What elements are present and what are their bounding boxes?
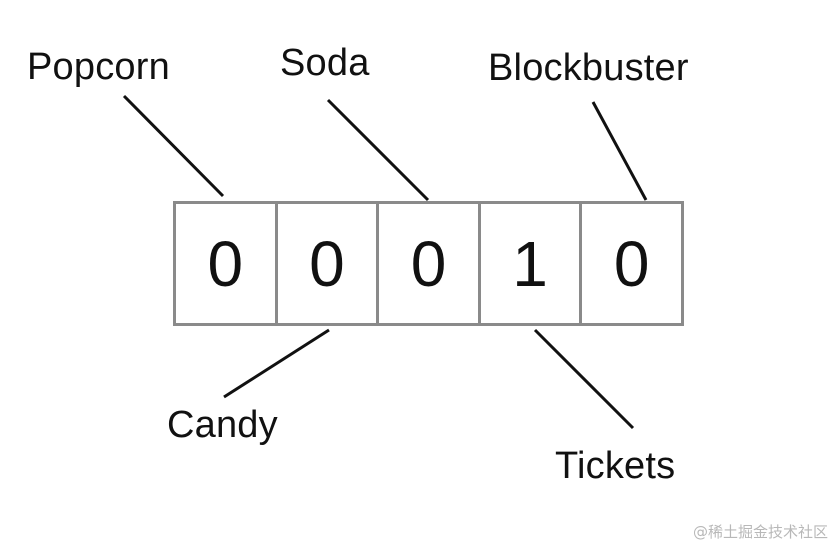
bit-array: 0 0 0 1 0 [173, 201, 684, 326]
label-blockbuster: Blockbuster [488, 47, 689, 89]
leader-line-candy [223, 328, 330, 399]
bit-cell-candy: 0 [278, 204, 380, 323]
leader-line-tickets [533, 328, 635, 430]
label-soda: Soda [280, 42, 370, 84]
bit-cell-tickets: 1 [481, 204, 583, 323]
label-popcorn: Popcorn [27, 46, 170, 88]
bit-cell-blockbuster: 0 [613, 227, 650, 300]
leader-line-popcorn [122, 94, 225, 198]
label-candy: Candy [167, 404, 278, 446]
watermark: @稀土掘金技术社区 [692, 523, 828, 541]
label-tickets: Tickets [555, 445, 676, 487]
leader-line-blockbuster [591, 101, 648, 201]
bit-cell-soda: 0 [379, 204, 481, 323]
bit-cell-popcorn: 0 [176, 204, 278, 323]
leader-line-soda [326, 98, 430, 202]
